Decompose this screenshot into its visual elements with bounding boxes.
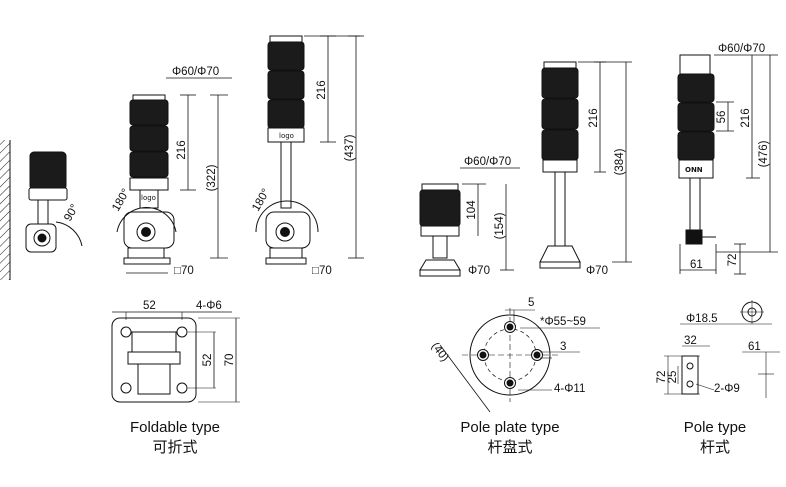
plate-dim-3: 3	[560, 341, 566, 353]
plate-tall-base: Φ70	[586, 265, 608, 277]
foldable-dim-322: (322)	[206, 164, 218, 191]
pole-caption: Pole type 杆式	[660, 418, 770, 458]
pole-plate-short-view	[419, 183, 461, 277]
foldable-dim-216: 216	[176, 140, 188, 159]
pole-caption-cn: 杆式	[699, 439, 730, 456]
tall-angle-180: 180°	[250, 187, 272, 214]
pole-dim-diameter: Φ60/Φ70	[718, 43, 765, 55]
pole-dim-61: 61	[690, 259, 703, 271]
bracket-dim-61: 61	[748, 341, 761, 353]
pole-plate-caption-en: Pole plate type	[460, 419, 560, 436]
pole-dim-72: 72	[727, 254, 739, 267]
tall-dim-216: 216	[316, 80, 328, 99]
plate-tall-h1: 216	[588, 108, 600, 127]
bracket-dim-holes: 2-Φ9	[714, 383, 740, 395]
foldable-caption-cn: 可折式	[152, 439, 198, 456]
base-dim-70: 70	[224, 354, 236, 367]
dimension-lines-right	[679, 54, 778, 275]
dimension-lines-left	[166, 35, 364, 259]
logo-label: logo	[279, 132, 294, 140]
base-dim-52: 52	[143, 300, 156, 312]
plate-dim-5: 5	[528, 297, 534, 309]
pole-dim-476: (476)	[758, 140, 770, 167]
foldable-caption: Foldable type 可折式	[100, 418, 250, 458]
pole-dim-216: 216	[740, 108, 752, 127]
onn-label: ONN	[685, 166, 703, 174]
plate-short-h1: 104	[466, 200, 478, 220]
plate-tall-h2: (384)	[614, 148, 626, 175]
base-dim-52-vertical: 52	[202, 354, 214, 367]
tall-dim-437: (437)	[344, 134, 356, 161]
pole-plate-tall-view	[539, 61, 581, 269]
pole-bracket-plan	[664, 300, 780, 398]
pole-plate-caption-cn: 杆盘式	[487, 439, 533, 456]
base-dim-holes: 4-Φ6	[196, 300, 222, 312]
bracket-dim-72: 72	[656, 371, 668, 384]
logo-label: logo	[141, 194, 156, 202]
bracket-dim-25: 25	[667, 371, 679, 384]
pole-plate-disk-plan	[439, 308, 600, 413]
pole-dim-56: 56	[716, 111, 728, 124]
foldable-front-view	[116, 94, 177, 274]
plate-dim-pcd: *Φ55~59	[540, 316, 586, 328]
logo-labels: logo logo ONN	[141, 132, 703, 202]
plate-dim-holes: 4-Φ11	[554, 383, 585, 395]
tall-foldable-view	[255, 35, 319, 265]
bracket-dim-d18: Φ18.5	[686, 313, 718, 325]
bracket-dim-32: 32	[684, 335, 697, 347]
foldable-base-plan	[111, 311, 240, 403]
plate-short-base: Φ70	[468, 265, 490, 277]
plate-dim-40: (40)	[429, 340, 451, 364]
tall-dim-base: □70	[312, 265, 332, 277]
foldable-wall-view	[0, 140, 83, 280]
foldable-angle-180: 180°	[110, 187, 132, 214]
pole-type-view	[677, 54, 716, 245]
plate-short-h2: (154)	[494, 212, 506, 239]
foldable-caption-en: Foldable type	[129, 419, 221, 436]
pole-caption-en: Pole type	[683, 419, 747, 436]
foldable-dim-base: □70	[174, 265, 194, 277]
plate-short-diameter: Φ60/Φ70	[464, 156, 511, 168]
foldable-dim-diameter: Φ60/Φ70	[172, 66, 219, 78]
foldable-angle-90: 90°	[62, 202, 81, 223]
pole-plate-caption: Pole plate type 杆盘式	[430, 418, 590, 458]
dimension-lines-middle	[460, 61, 632, 271]
